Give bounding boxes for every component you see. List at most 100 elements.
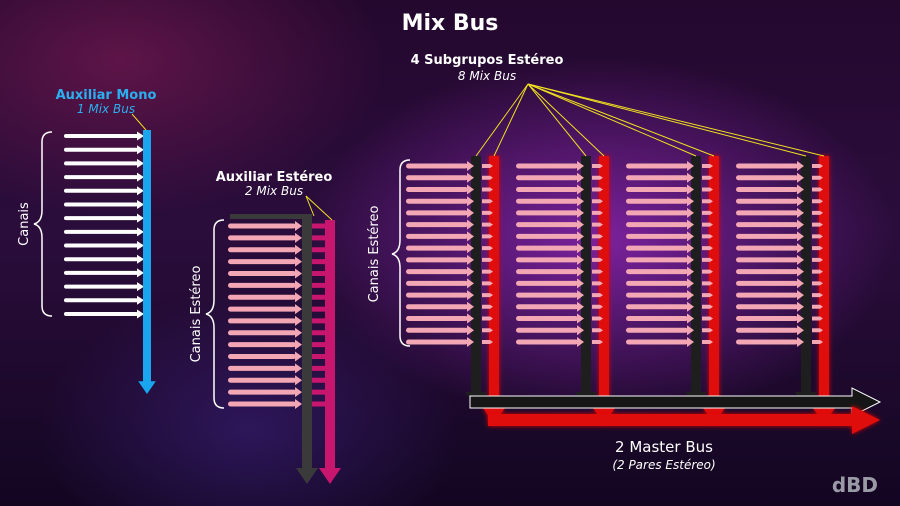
aux-mono-channel-8 <box>64 227 144 237</box>
aux-stereo-channel-16-line <box>228 401 296 407</box>
subgroup-3-channel-1 <box>626 161 694 171</box>
subgroup-3-channel-9-right-feed <box>702 257 713 262</box>
subgroup-3-channel-7-line <box>626 233 688 239</box>
aux-mono-brace <box>33 131 53 317</box>
aux-mono-channel-8-line <box>64 229 138 234</box>
subgroup-2-channel-6-right-feed <box>592 222 603 227</box>
subgroup-4-channel-7-arrowhead <box>797 231 804 242</box>
subgroup-2-channel-5-arrowhead <box>577 207 584 218</box>
subgroup-2-channel-15-right-feed <box>592 328 603 333</box>
subgroup-4-channel-6-arrowhead <box>797 219 804 230</box>
subgroup-1-channel-2-right-feed <box>482 175 493 180</box>
subgroup-3-channel-1-arrowhead <box>687 161 694 171</box>
subgroup-3-channel-2-line <box>626 175 688 181</box>
subgroup-2-channel-4 <box>516 196 584 207</box>
subgroup-2-channel-13-right-feed <box>592 304 603 309</box>
subgroup-1-channel-4 <box>406 196 474 207</box>
aux-stereo-feed-line <box>230 214 306 219</box>
subgroup-1-channel-12-line <box>406 292 468 298</box>
subgroup-4-channel-11-right-feed <box>812 281 823 286</box>
subgroup-2-channel-2-right-feed <box>592 175 603 180</box>
subgroup-4-pointer-right <box>527 83 825 157</box>
aux-stereo-channel-10-arrowhead <box>295 327 302 338</box>
subgroup-2-channel-12-arrowhead <box>577 290 584 301</box>
subgroup-4-channel-15-line <box>736 327 798 333</box>
subgroup-4-bus-left <box>795 156 817 408</box>
subgroup-1-channel-10-line <box>406 269 468 275</box>
subgroup-2-channel-9-right-feed <box>592 257 603 262</box>
subgroup-4-channel-14-right-feed <box>812 316 823 321</box>
subgroup-1-channel-8-arrowhead <box>467 243 474 254</box>
aux-stereo-brace <box>205 219 225 409</box>
subgroup-3-channel-12-right-feed <box>702 293 713 298</box>
subgroup-3-channel-12 <box>626 290 694 301</box>
subgroup-2-channel-15-line <box>516 327 578 333</box>
subgroup-3-channel-10 <box>626 266 694 277</box>
aux-mono-channel-5-line <box>64 188 138 193</box>
subgroup-2-channel-12-right-feed <box>592 293 603 298</box>
subgroup-4-channel-6-right-feed <box>812 222 823 227</box>
aux-mono-channel-10-line <box>64 257 138 262</box>
aux-stereo-channel-3-arrowhead <box>295 244 302 255</box>
aux-stereo-channel-13-arrowhead <box>295 363 302 374</box>
subgroup-3-channel-15-right-feed <box>702 328 713 333</box>
subgroup-1-channel-9-right-feed <box>482 257 493 262</box>
aux-stereo-channel-11 <box>228 339 302 350</box>
subgroup-3-channel-14-line <box>626 316 688 322</box>
subgroup-1-pointer-left <box>475 83 529 157</box>
subgroup-3-channel-8 <box>626 243 694 254</box>
subgroups-side-label: Canais Estéreo <box>367 206 382 303</box>
aux-mono-channel-1 <box>64 131 144 141</box>
subgroup-1-channel-8-line <box>406 245 468 251</box>
subgroup-1-channel-6-arrowhead <box>467 219 474 230</box>
aux-mono-channel-10 <box>64 254 144 264</box>
subgroup-4-pointer-left <box>527 83 807 157</box>
subgroup-2-channel-5-right-feed <box>592 210 603 215</box>
aux-stereo-channel-11-arrowhead <box>295 339 302 350</box>
aux-stereo-channel-15 <box>228 387 302 398</box>
subgroup-4-channel-14-arrowhead <box>797 313 804 324</box>
subgroup-3-bus-left <box>685 156 707 408</box>
subgroup-2-channel-4-line <box>516 198 578 204</box>
subgroup-4-channel-15 <box>736 325 804 336</box>
subgroup-4-channel-4-right-feed <box>812 199 823 204</box>
aux-mono-channel-3-arrowhead <box>137 158 144 168</box>
aux-stereo-channel-5-line <box>228 270 296 276</box>
subgroup-1-channel-10-arrowhead <box>467 266 474 277</box>
subgroup-4-channel-12-right-feed <box>812 293 823 298</box>
subgroup-1-channel-1-arrowhead <box>467 161 474 171</box>
aux-stereo-channel-16 <box>228 399 302 409</box>
subgroup-1-channel-7-right-feed <box>482 234 493 239</box>
subgroup-2-channel-6-arrowhead <box>577 219 584 230</box>
subgroup-3-channel-15-arrowhead <box>687 325 694 336</box>
subgroup-3-channel-4-arrowhead <box>687 196 694 207</box>
subgroup-block-2 <box>516 156 615 424</box>
aux-stereo-section: Auxiliar Estéreo 2 Mix Bus Canais Estére… <box>189 170 341 484</box>
subgroup-3-channel-5-line <box>626 210 688 216</box>
subgroup-2-channel-10 <box>516 266 584 277</box>
subgroup-4-channel-4 <box>736 196 804 207</box>
subgroup-2-channel-16-arrowhead <box>577 337 584 347</box>
aux-mono-channel-12-arrowhead <box>137 282 144 292</box>
subgroup-3-channel-12-line <box>626 292 688 298</box>
subgroup-2-channel-16 <box>516 337 584 347</box>
subgroup-2-channel-15-arrowhead <box>577 325 584 336</box>
subgroup-4-channel-11-arrowhead <box>797 278 804 289</box>
subgroup-2-channel-14-line <box>516 316 578 322</box>
aux-stereo-channel-15-arrowhead <box>295 387 302 398</box>
subgroup-1-channel-3-right-feed <box>482 187 493 192</box>
aux-mono-pointer <box>131 113 147 131</box>
subgroup-1-channel-10 <box>406 266 474 277</box>
aux-stereo-channel-11-line <box>228 342 296 348</box>
aux-stereo-channel-14-arrowhead <box>295 375 302 386</box>
subgroup-4-channel-5 <box>736 207 804 218</box>
aux-stereo-side-label: Canais Estéreo <box>189 266 204 363</box>
subgroup-2-channel-12-line <box>516 292 578 298</box>
subgroup-1-channel-6-right-feed <box>482 222 493 227</box>
aux-stereo-pointer-right <box>305 195 333 221</box>
subgroup-2-channel-6-line <box>516 222 578 228</box>
subgroup-2-channel-9 <box>516 254 584 265</box>
subgroup-1-channel-1-line <box>406 163 468 169</box>
subgroup-1-channel-7 <box>406 231 474 242</box>
